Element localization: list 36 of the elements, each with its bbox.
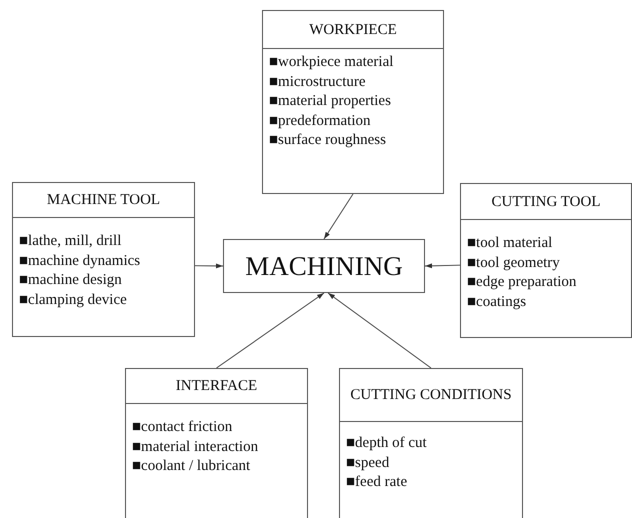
list-item: ■coolant / lubricant	[132, 457, 250, 476]
list-item: ■surface roughness	[269, 131, 386, 150]
list-item: ■edge preparation	[467, 273, 576, 292]
list-item: ■material properties	[269, 92, 391, 111]
list-item: ■machine dynamics	[19, 252, 140, 270]
box-heading: INTERFACE	[176, 377, 258, 395]
category-box	[262, 10, 444, 194]
list-item: ■tool material	[467, 234, 552, 253]
box-heading: CUTTING TOOL	[491, 192, 601, 210]
list-item: ■speed	[346, 454, 390, 472]
list-item: ■machine design	[19, 271, 122, 290]
list-item: ■material interaction	[132, 438, 258, 456]
arrow	[194, 263, 224, 268]
list-item: ■coatings	[467, 292, 526, 312]
box-heading: CUTTING CONDITIONS	[350, 386, 512, 404]
arrow	[424, 263, 460, 268]
list-item: ■microstructure	[269, 72, 366, 92]
list-item: ■contact friction	[132, 418, 232, 437]
process-box	[223, 239, 425, 293]
list-item: ■feed rate	[346, 473, 408, 492]
category-box	[339, 368, 523, 518]
box-heading: WORKPIECE	[309, 20, 397, 38]
arrow	[216, 292, 324, 368]
list-item: ■tool geometry	[467, 254, 560, 272]
category-box	[12, 182, 195, 337]
list-item: ■workpiece material	[269, 53, 394, 72]
category-box	[125, 368, 308, 518]
list-item: ■clamping device	[19, 290, 127, 310]
box-title: MACHINING	[245, 250, 403, 282]
arrow	[328, 292, 432, 368]
list-item: ■predeformation	[269, 112, 371, 130]
list-item: ■depth of cut	[346, 434, 427, 453]
category-box	[460, 183, 632, 338]
arrow	[324, 194, 354, 240]
list-item: ■lathe, mill, drill	[19, 232, 122, 251]
box-heading: MACHINE TOOL	[46, 191, 160, 209]
